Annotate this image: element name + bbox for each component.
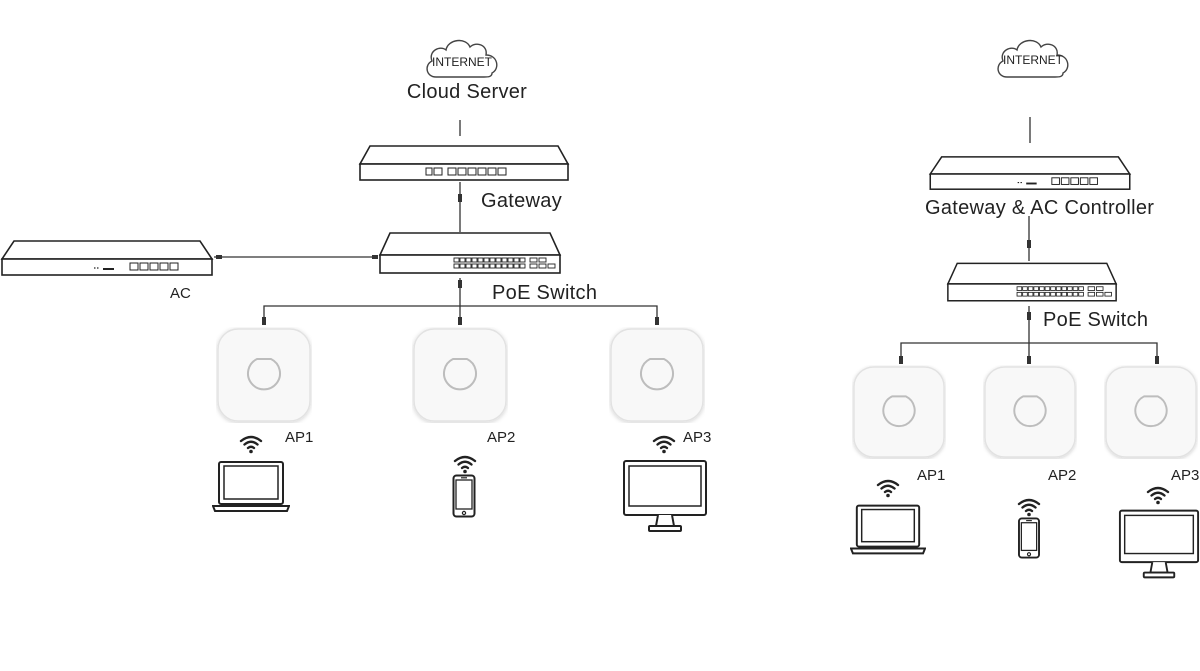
left-ap1-label: AP1 bbox=[285, 429, 313, 446]
phone-icon bbox=[1017, 517, 1041, 559]
desktop-icon bbox=[1118, 509, 1200, 579]
right-poe-switch-icon bbox=[947, 262, 1117, 302]
left-cloud: INTERNET bbox=[426, 39, 498, 78]
right-gateway-label: Gateway & AC Controller bbox=[925, 197, 1154, 219]
right-ap3-label: AP3 bbox=[1171, 467, 1199, 484]
wifi-icon bbox=[453, 455, 477, 474]
phone-icon bbox=[452, 474, 476, 518]
right-ap2-icon bbox=[985, 367, 1075, 457]
left-cloud-server-label: Cloud Server bbox=[407, 81, 527, 103]
right-cloud: INTERNET bbox=[997, 39, 1069, 78]
right-ap3-icon bbox=[1106, 367, 1196, 457]
wifi-icon bbox=[1146, 486, 1170, 505]
left-ap3-icon bbox=[611, 329, 703, 421]
left-switch-label: PoE Switch bbox=[492, 282, 597, 304]
wifi-icon bbox=[652, 435, 676, 454]
right-connectors bbox=[899, 240, 1159, 364]
left-poe-switch-icon bbox=[379, 232, 561, 274]
wifi-icon bbox=[876, 479, 900, 498]
right-ap1-label: AP1 bbox=[917, 467, 945, 484]
right-ap1-icon bbox=[854, 367, 944, 457]
right-cloud-text: INTERNET bbox=[1003, 53, 1064, 67]
left-topology: INTERNET Cloud Server Gateway AC bbox=[1, 39, 711, 532]
left-ap3-label: AP3 bbox=[683, 429, 711, 446]
right-ap2-label: AP2 bbox=[1048, 467, 1076, 484]
left-ap1-icon bbox=[218, 329, 310, 421]
left-cloud-text: INTERNET bbox=[432, 55, 493, 69]
left-ap2-label: AP2 bbox=[487, 429, 515, 446]
left-connectors bbox=[216, 194, 659, 325]
right-switch-label: PoE Switch bbox=[1043, 309, 1148, 331]
laptop-icon bbox=[850, 504, 926, 555]
right-topology: INTERNET Gateway & AC Controller PoE Swi… bbox=[850, 39, 1200, 579]
right-gateway-controller-icon bbox=[929, 155, 1131, 191]
wifi-icon bbox=[1017, 498, 1041, 517]
left-gateway-router-icon bbox=[359, 145, 569, 181]
left-ac-router-icon bbox=[1, 240, 213, 276]
left-ac-label: AC bbox=[170, 285, 191, 302]
laptop-icon bbox=[212, 461, 290, 512]
left-gateway-label: Gateway bbox=[481, 190, 562, 212]
left-ap2-icon bbox=[414, 329, 506, 421]
wifi-icon bbox=[239, 435, 263, 454]
desktop-icon bbox=[623, 460, 707, 532]
right-links bbox=[900, 117, 1158, 362]
